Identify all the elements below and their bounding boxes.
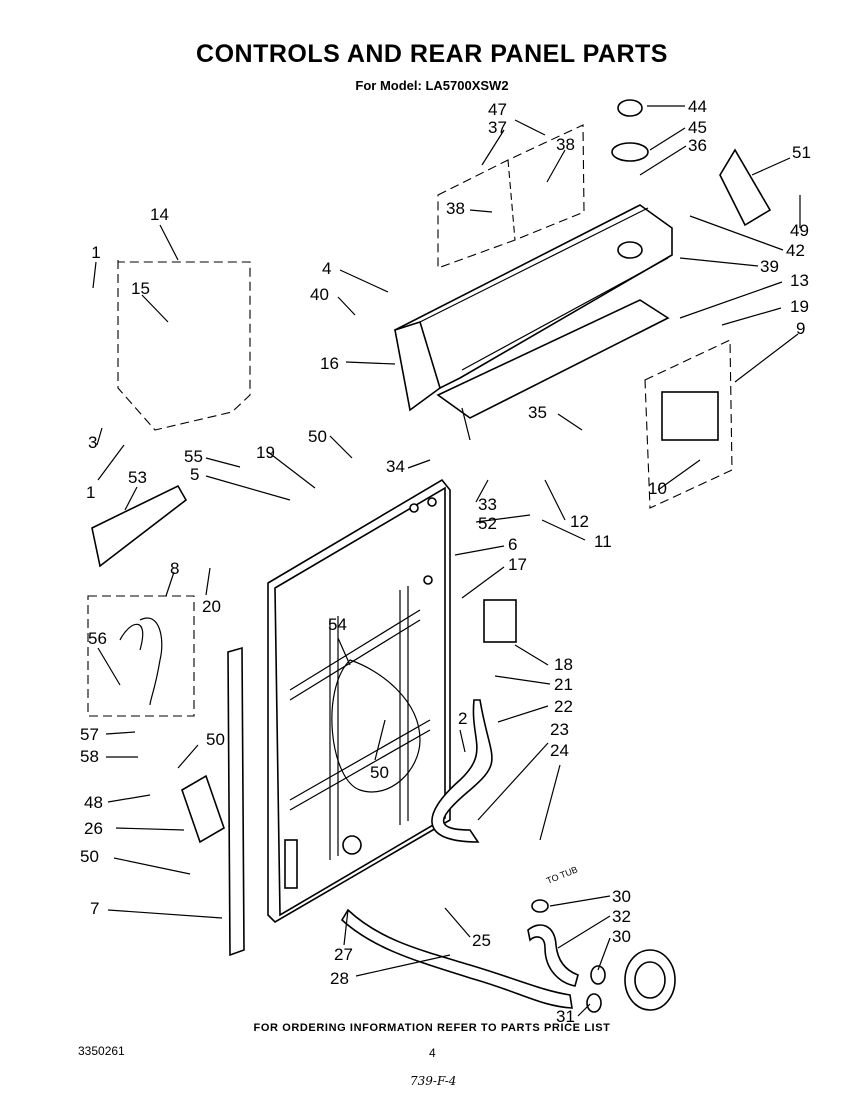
group-box-47 bbox=[437, 124, 585, 269]
callout: 49 bbox=[790, 221, 809, 240]
document-number: 3350261 bbox=[78, 1044, 125, 1058]
callout: 20 bbox=[202, 597, 221, 616]
knob-44 bbox=[617, 99, 643, 117]
callout: 33 bbox=[478, 495, 497, 514]
callout: 14 bbox=[150, 205, 169, 224]
callout: 30 bbox=[612, 887, 631, 906]
callout-labels: 1 3 1 14 15 53 4 40 16 47 37 38 38 44 45… bbox=[80, 97, 811, 1026]
callout: 38 bbox=[556, 135, 575, 154]
leader-lines bbox=[92, 105, 801, 1017]
pump-assembly bbox=[531, 899, 676, 1013]
callout: 39 bbox=[760, 257, 779, 276]
group-box-14 bbox=[117, 260, 251, 431]
callout: 47 bbox=[488, 100, 507, 119]
callout: 16 bbox=[320, 354, 339, 373]
callout: 42 bbox=[786, 241, 805, 260]
callout: 15 bbox=[131, 279, 150, 298]
callout: 45 bbox=[688, 118, 707, 137]
callout: 51 bbox=[792, 143, 811, 162]
callout: 58 bbox=[80, 747, 99, 766]
callout: 9 bbox=[796, 319, 805, 338]
group-box-9 bbox=[644, 339, 733, 509]
callout: 13 bbox=[790, 271, 809, 290]
callout: 25 bbox=[472, 931, 491, 950]
wire-harness bbox=[331, 659, 421, 793]
callout: 35 bbox=[528, 403, 547, 422]
callout: 56 bbox=[88, 629, 107, 648]
callout: 48 bbox=[84, 793, 103, 812]
callout: 1 bbox=[86, 483, 95, 502]
side-strip bbox=[227, 646, 245, 957]
callout: 5 bbox=[190, 465, 199, 484]
callout: 50 bbox=[308, 427, 327, 446]
callout: 2 bbox=[458, 709, 467, 728]
callout: 30 bbox=[612, 927, 631, 946]
callout: 19 bbox=[790, 297, 809, 316]
hose-28 bbox=[340, 908, 573, 1009]
callout: 57 bbox=[80, 725, 99, 744]
bracket-26 bbox=[181, 774, 225, 844]
callout: 1 bbox=[91, 243, 100, 262]
callout: 40 bbox=[310, 285, 329, 304]
callout: 32 bbox=[612, 907, 631, 926]
page-number: 4 bbox=[429, 1046, 436, 1060]
callout: 12 bbox=[570, 512, 589, 531]
callout: 38 bbox=[446, 199, 465, 218]
ordering-note: FOR ORDERING INFORMATION REFER TO PARTS … bbox=[253, 1022, 611, 1034]
rear-panel bbox=[267, 478, 451, 924]
page-title: CONTROLS AND REAR PANEL PARTS bbox=[196, 40, 668, 68]
callout: 22 bbox=[554, 697, 573, 716]
handwritten-note: 739-F-4 bbox=[410, 1074, 457, 1088]
callout: 54 bbox=[328, 615, 347, 634]
callout: 50 bbox=[206, 730, 225, 749]
switch-18 bbox=[483, 599, 517, 643]
callout: 28 bbox=[330, 969, 349, 988]
callout: 44 bbox=[688, 97, 707, 116]
callout: 31 bbox=[556, 1007, 575, 1026]
callout: 10 bbox=[648, 479, 667, 498]
callout: 18 bbox=[554, 655, 573, 674]
fill-hose-coil bbox=[119, 617, 163, 706]
callout: 26 bbox=[84, 819, 103, 838]
callout: 11 bbox=[594, 532, 612, 551]
callout: 37 bbox=[488, 118, 507, 137]
callout: 36 bbox=[688, 136, 707, 155]
model-number: For Model: LA5700XSW2 bbox=[355, 78, 509, 93]
hose-32 bbox=[527, 924, 579, 987]
callout: 24 bbox=[550, 741, 569, 760]
callout: 7 bbox=[90, 899, 99, 918]
callout: 50 bbox=[80, 847, 99, 866]
callout: 52 bbox=[478, 514, 497, 533]
group-box-8 bbox=[87, 595, 195, 717]
callout: 27 bbox=[334, 945, 353, 964]
timer-9 bbox=[661, 391, 719, 441]
control-console bbox=[393, 204, 673, 441]
callout: 55 bbox=[184, 447, 203, 466]
callout: 50 bbox=[370, 763, 389, 782]
callout: 23 bbox=[550, 720, 569, 739]
flow-label: TO TUB bbox=[545, 864, 579, 886]
bracket-51 bbox=[719, 148, 772, 227]
skirt-45 bbox=[611, 142, 649, 162]
callout: 53 bbox=[128, 468, 147, 487]
callout: 17 bbox=[508, 555, 527, 574]
callout: 21 bbox=[554, 675, 573, 694]
callout: 19 bbox=[256, 443, 275, 462]
callout: 3 bbox=[88, 433, 97, 452]
callout: 34 bbox=[386, 457, 405, 476]
callout: 4 bbox=[322, 259, 331, 278]
callout: 6 bbox=[508, 535, 517, 554]
hose-22 bbox=[431, 699, 493, 843]
callout: 8 bbox=[170, 559, 179, 578]
cover-53 bbox=[91, 484, 188, 568]
